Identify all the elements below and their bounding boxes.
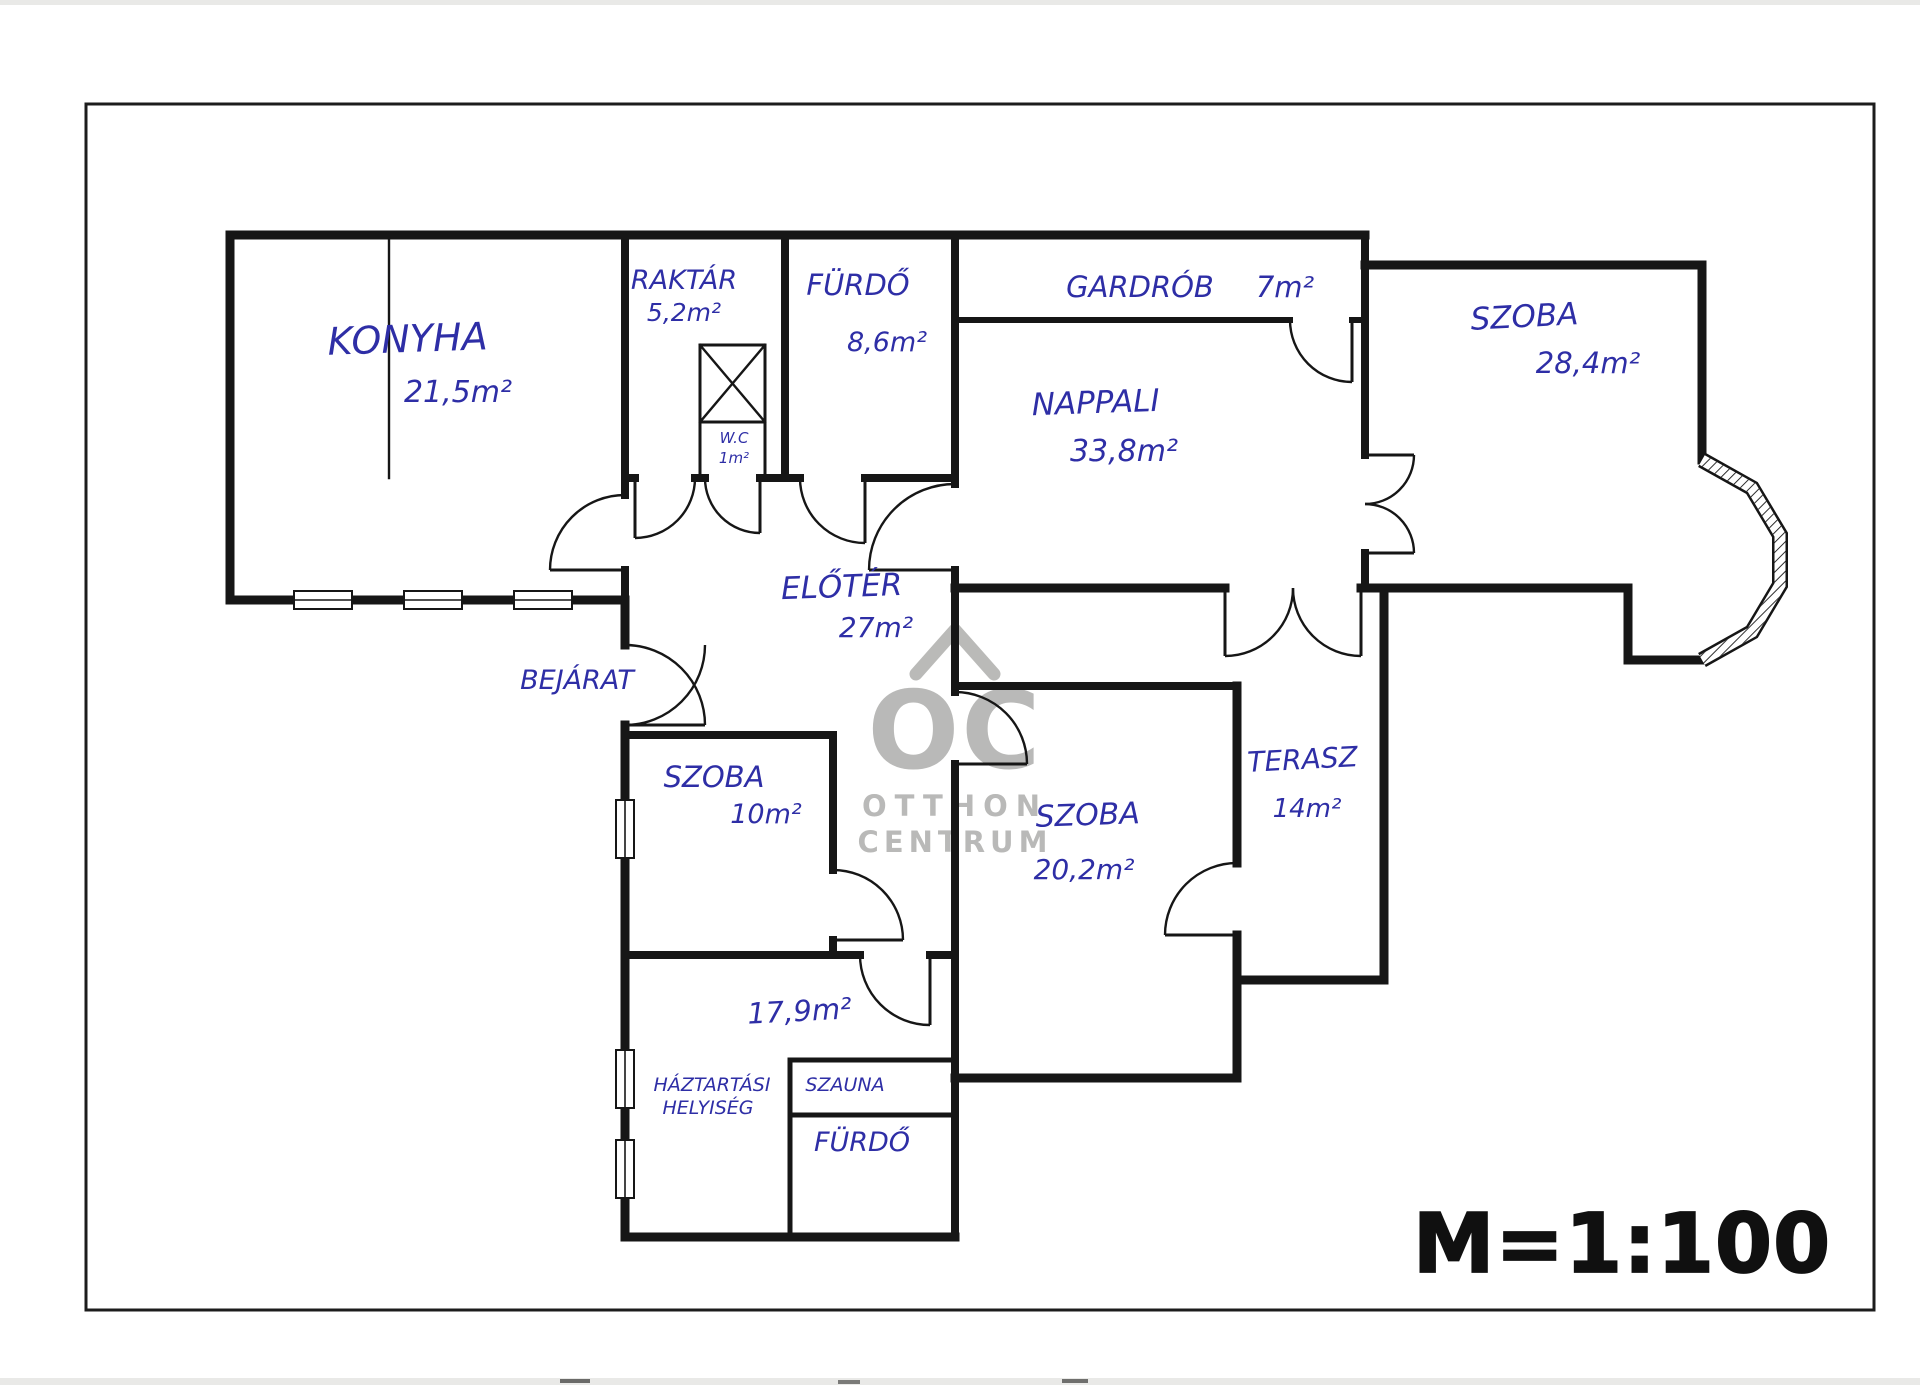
label-haztartasi-line1: HÁZTARTÁSI — [654, 1073, 771, 1096]
shaft — [698, 343, 767, 480]
drawing-border-frame — [84, 102, 1876, 1312]
label-konyha-area: 21,5m² — [404, 375, 512, 410]
room-labels: KONYHA 21,5m² RAKTÁR 5,2m² FÜRDŐ 8,6m² G… — [327, 264, 1641, 1158]
label-eloter-area: 27m² — [839, 611, 913, 644]
label-szoba-kis-area: 10m² — [730, 799, 802, 830]
label-szoba-kozep-name: SZOBA — [1035, 796, 1140, 835]
walls-interior — [621, 231, 1369, 1241]
label-furdo-also: FÜRDŐ — [814, 1126, 910, 1158]
label-terasz-name: TERASZ — [1247, 740, 1360, 779]
doors — [548, 319, 1416, 1027]
label-raktar-area: 5,2m² — [647, 298, 721, 327]
label-wc-name: W.C — [720, 429, 749, 447]
shaft-cross — [698, 343, 767, 424]
label-gardrob-area: 7m² — [1256, 270, 1315, 304]
label-haztartasi-line2: HELYISÉG — [662, 1096, 753, 1119]
label-eloter-name: ELŐTÉR — [780, 566, 903, 607]
label-szoba-kis-name: SZOBA — [664, 760, 765, 794]
label-terasz-area: 14m² — [1273, 794, 1342, 824]
scan-speck — [1062, 1379, 1088, 1383]
windows — [293, 590, 635, 1199]
label-nappali-name: NAPPALI — [1031, 383, 1160, 423]
scan-speck — [560, 1379, 590, 1383]
label-szauna: SZAUNA — [805, 1074, 884, 1096]
scan-speck — [838, 1380, 860, 1384]
label-szoba-felso-name: SZOBA — [1470, 296, 1580, 338]
bay-window-glazing — [1699, 455, 1786, 665]
label-also-blokk-area: 17,9m² — [746, 991, 852, 1030]
label-konyha-name: KONYHA — [327, 314, 488, 364]
label-szoba-felso-area: 28,4m² — [1536, 346, 1641, 380]
bay-window — [1698, 453, 1788, 667]
walls-partition — [787, 1057, 958, 1240]
label-nappali-area: 33,8m² — [1070, 434, 1178, 469]
label-bejarat: BEJÁRAT — [520, 664, 636, 696]
label-gardrob-name: GARDRÓB — [1066, 270, 1214, 304]
scan-edge-top — [0, 0, 1920, 5]
label-furdo-felso-name: FÜRDŐ — [806, 268, 909, 302]
wc-walls — [698, 420, 767, 480]
label-raktar-name: RAKTÁR — [631, 264, 737, 296]
label-wc-area: 1m² — [719, 449, 749, 467]
label-furdo-felso-area: 8,6m² — [847, 327, 927, 358]
label-szoba-kozep-area: 20,2m² — [1034, 853, 1135, 886]
scale-label: M=1:100 — [1413, 1197, 1831, 1292]
scan-edge-bottom — [0, 1378, 1920, 1385]
